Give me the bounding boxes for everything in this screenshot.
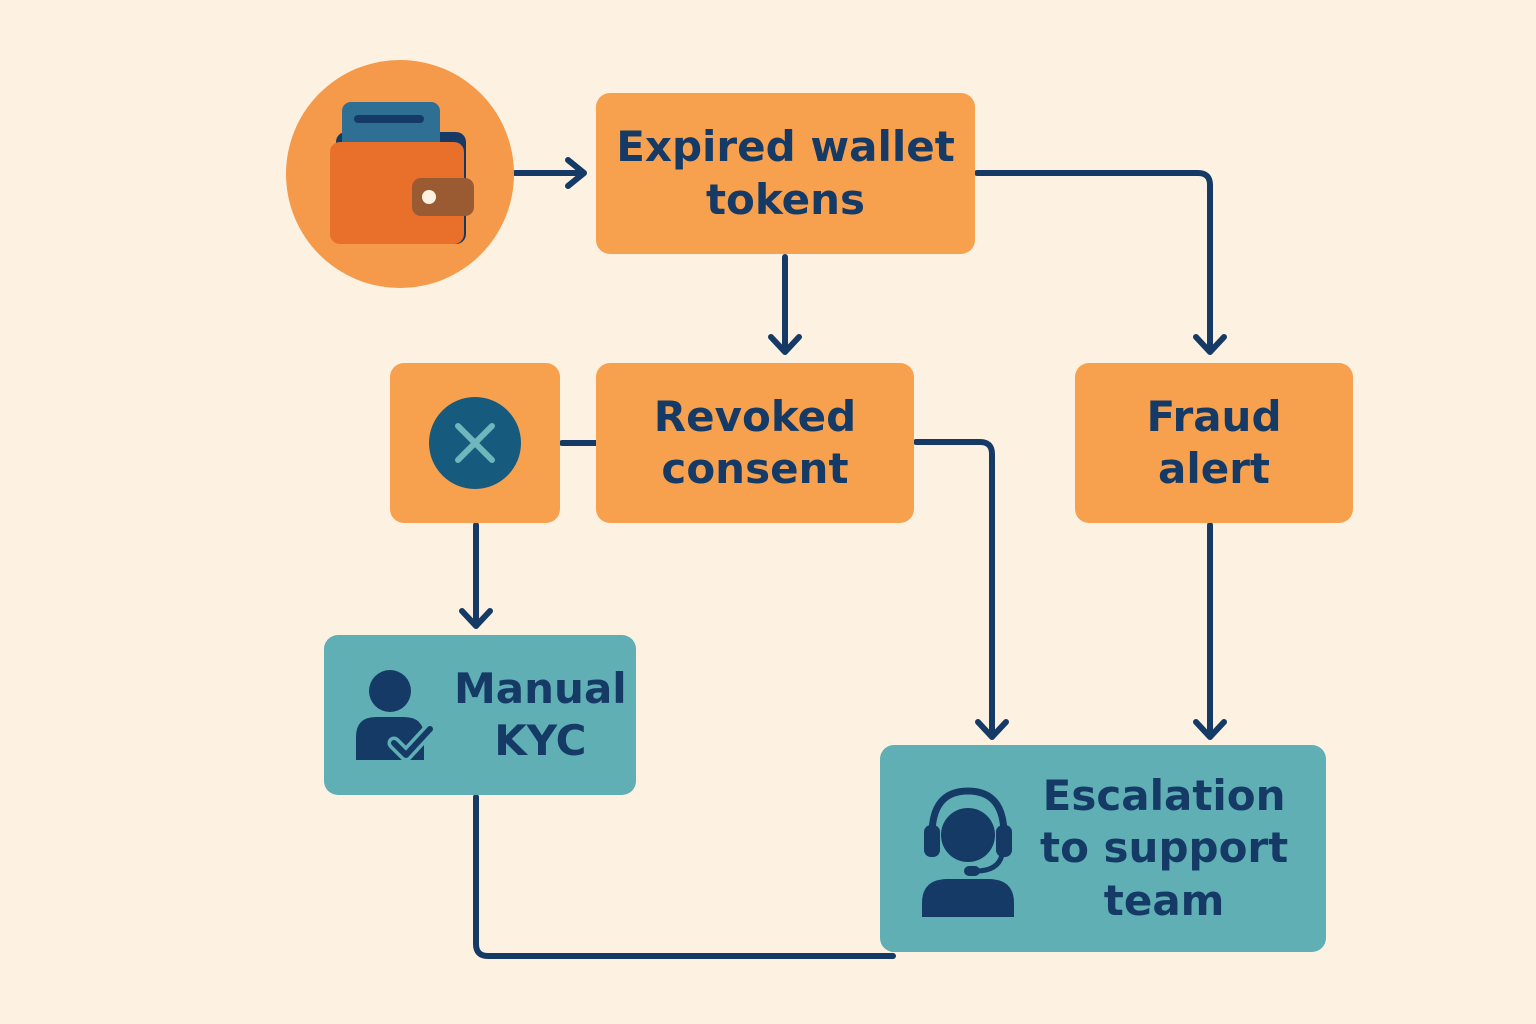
user-check-icon <box>356 670 434 762</box>
edge-expired-to-fraud <box>974 170 1213 353</box>
headset-agent-icon <box>922 786 1014 917</box>
arrowhead-reject-to-kyc <box>459 608 493 629</box>
x-circle-icon <box>429 397 521 489</box>
node-escalation-label: Escalation to support team <box>1040 770 1289 925</box>
arrowhead-expired-to-fraud <box>1193 334 1227 355</box>
edge-revoked-to-escalation <box>913 439 995 738</box>
arrowhead-revoked-to-escalation <box>975 719 1009 740</box>
wallet-icon <box>330 102 474 244</box>
node-reject <box>390 363 560 523</box>
edge-kyc-to-escalation <box>473 794 896 959</box>
arrowhead-fraud-to-escalation <box>1193 719 1227 740</box>
node-expired-label: Expired wallet tokens <box>616 122 955 224</box>
node-expired-wallet-tokens: Expired wallet tokens <box>596 93 975 254</box>
node-fraud-alert: Fraud alert <box>1075 363 1353 523</box>
wallet-start-node <box>286 60 514 288</box>
node-fraud-label: Fraud alert <box>1146 391 1282 494</box>
arrowhead-wallet-to-expired <box>565 157 587 189</box>
node-revoked-consent: Revoked consent <box>596 363 914 523</box>
node-revoked-label: Revoked consent <box>653 391 857 494</box>
node-manual-kyc: Manual KYC <box>324 635 636 795</box>
arrowhead-expired-to-revoked <box>768 334 802 355</box>
node-escalation: Escalation to support team <box>880 745 1326 952</box>
node-kyc-label: Manual KYC <box>454 663 627 766</box>
